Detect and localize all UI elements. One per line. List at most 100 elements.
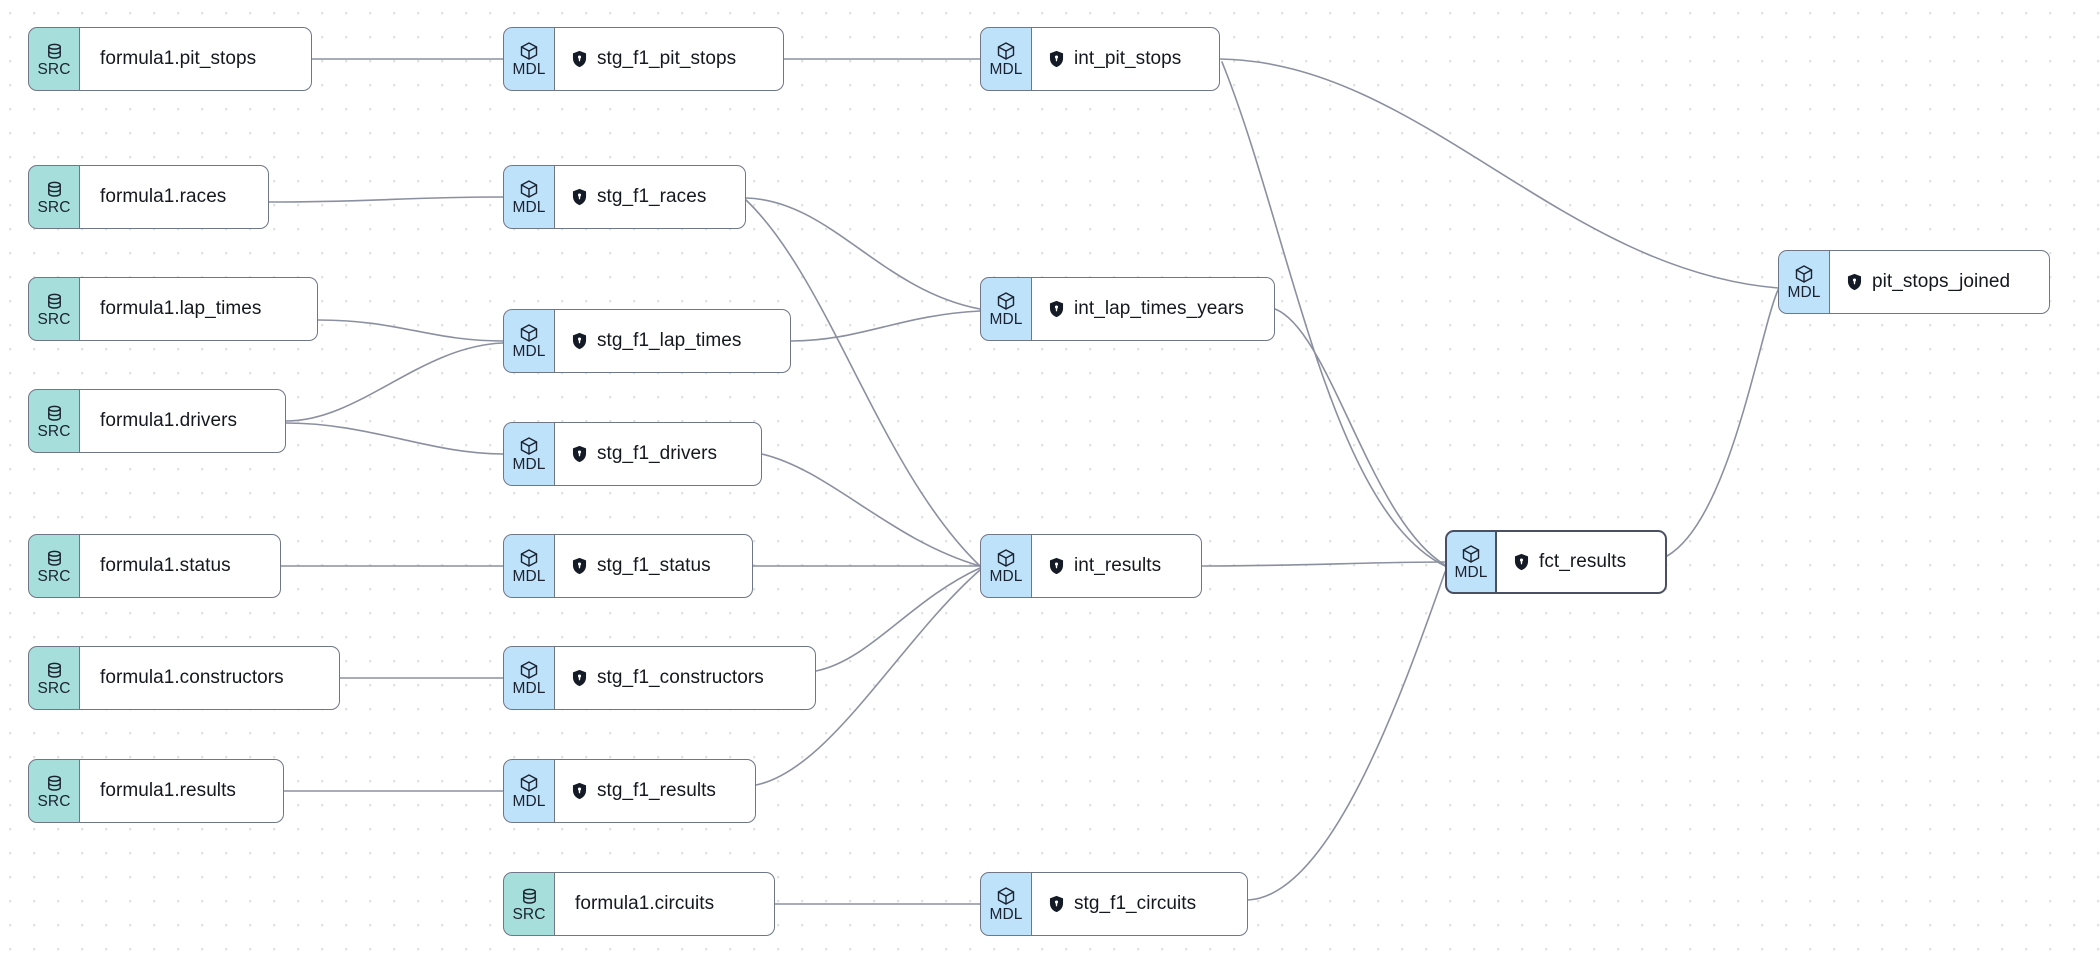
lineage-node-int_results[interactable]: MDL int_results — [980, 534, 1202, 598]
model-badge: MDL — [980, 534, 1032, 598]
node-body[interactable]: int_results — [1032, 534, 1202, 598]
node-label: fct_results — [1539, 551, 1627, 572]
node-body[interactable]: stg_f1_status — [555, 534, 753, 598]
source-badge: SRC — [503, 872, 555, 936]
node-label: formula1.lap_times — [100, 298, 262, 319]
node-body[interactable]: stg_f1_constructors — [555, 646, 816, 710]
lineage-node-stg_lap_times[interactable]: MDL stg_f1_lap_times — [503, 309, 791, 373]
lineage-edge[interactable] — [815, 567, 981, 672]
shield-lock-icon — [571, 445, 588, 463]
node-type-label: MDL — [512, 793, 546, 810]
lineage-edge[interactable] — [790, 310, 981, 342]
shield-lock-icon — [571, 782, 588, 800]
node-type-label: SRC — [37, 422, 71, 440]
node-label: stg_f1_lap_times — [597, 330, 742, 351]
model-badge: MDL — [503, 309, 555, 373]
model-badge: MDL — [980, 872, 1032, 936]
node-type-label: MDL — [989, 61, 1023, 78]
lineage-node-int_pit_stops[interactable]: MDL int_pit_stops — [980, 27, 1220, 91]
node-body[interactable]: stg_f1_races — [555, 165, 746, 229]
lineage-node-src_results[interactable]: SRC formula1.results — [28, 759, 284, 823]
node-body[interactable]: int_lap_times_years — [1032, 277, 1275, 341]
lineage-edge[interactable] — [1201, 561, 1446, 567]
lineage-edge[interactable] — [745, 199, 981, 567]
model-badge: MDL — [503, 646, 555, 710]
cube-icon — [996, 886, 1016, 906]
lineage-node-stg_status[interactable]: MDL stg_f1_status — [503, 534, 753, 598]
node-type-label: MDL — [989, 568, 1023, 585]
node-label: stg_f1_drivers — [597, 443, 718, 464]
node-body[interactable]: fct_results — [1497, 530, 1667, 594]
node-label: formula1.circuits — [575, 893, 715, 914]
node-body[interactable]: stg_f1_drivers — [555, 422, 762, 486]
node-label: stg_f1_results — [597, 780, 716, 801]
lineage-edge[interactable] — [761, 453, 981, 567]
lineage-edge[interactable] — [1219, 58, 1779, 289]
node-type-label: MDL — [512, 680, 546, 697]
shield-lock-icon — [1513, 553, 1530, 571]
node-body[interactable]: formula1.pit_stops — [80, 27, 312, 91]
lineage-edge[interactable] — [1666, 289, 1779, 557]
lineage-edge[interactable] — [268, 196, 504, 203]
node-body[interactable]: stg_f1_results — [555, 759, 756, 823]
lineage-node-src_drivers[interactable]: SRC formula1.drivers — [28, 389, 286, 453]
database-icon — [45, 549, 64, 568]
lineage-node-pit_stops_joined[interactable]: MDL pit_stops_joined — [1778, 250, 2050, 314]
node-label: int_pit_stops — [1074, 48, 1182, 69]
lineage-node-stg_circuits[interactable]: MDL stg_f1_circuits — [980, 872, 1248, 936]
node-body[interactable]: formula1.races — [80, 165, 269, 229]
node-label: int_results — [1074, 555, 1162, 576]
node-type-label: MDL — [512, 199, 546, 216]
source-badge: SRC — [28, 646, 80, 710]
lineage-edge[interactable] — [1247, 571, 1446, 901]
shield-lock-icon — [571, 332, 588, 350]
lineage-edge[interactable] — [745, 197, 981, 310]
lineage-node-src_lap_times[interactable]: SRC formula1.lap_times — [28, 277, 318, 341]
source-badge: SRC — [28, 27, 80, 91]
node-type-label: MDL — [512, 568, 546, 585]
lineage-node-stg_races[interactable]: MDL stg_f1_races — [503, 165, 746, 229]
lineage-node-stg_results[interactable]: MDL stg_f1_results — [503, 759, 756, 823]
node-type-label: MDL — [1787, 284, 1821, 301]
node-body[interactable]: stg_f1_lap_times — [555, 309, 791, 373]
node-type-label: SRC — [37, 310, 71, 328]
node-type-label: SRC — [37, 792, 71, 810]
lineage-edge[interactable] — [317, 319, 504, 342]
node-body[interactable]: formula1.constructors — [80, 646, 340, 710]
node-body[interactable]: formula1.results — [80, 759, 284, 823]
lineage-node-src_circuits[interactable]: SRC formula1.circuits — [503, 872, 775, 936]
lineage-node-src_pit_stops[interactable]: SRC formula1.pit_stops — [28, 27, 312, 91]
node-body[interactable]: int_pit_stops — [1032, 27, 1220, 91]
source-badge: SRC — [28, 277, 80, 341]
database-icon — [45, 180, 64, 199]
lineage-node-stg_constructors[interactable]: MDL stg_f1_constructors — [503, 646, 816, 710]
node-body[interactable]: formula1.status — [80, 534, 281, 598]
shield-lock-icon — [571, 669, 588, 687]
node-label: stg_f1_circuits — [1074, 893, 1197, 914]
node-label: stg_f1_races — [597, 186, 707, 207]
lineage-edge[interactable] — [1274, 308, 1446, 566]
node-body[interactable]: stg_f1_pit_stops — [555, 27, 784, 91]
lineage-edge[interactable] — [285, 342, 504, 422]
model-badge: MDL — [503, 534, 555, 598]
node-body[interactable]: formula1.drivers — [80, 389, 286, 453]
source-badge: SRC — [28, 165, 80, 229]
node-type-label: SRC — [37, 198, 71, 216]
cube-icon — [519, 660, 539, 680]
node-type-label: MDL — [989, 906, 1023, 923]
node-body[interactable]: stg_f1_circuits — [1032, 872, 1248, 936]
lineage-edge[interactable] — [285, 422, 504, 455]
node-label: formula1.pit_stops — [100, 48, 257, 69]
node-body[interactable]: pit_stops_joined — [1830, 250, 2050, 314]
source-badge: SRC — [28, 759, 80, 823]
lineage-node-src_races[interactable]: SRC formula1.races — [28, 165, 269, 229]
node-body[interactable]: formula1.circuits — [555, 872, 775, 936]
node-body[interactable]: formula1.lap_times — [80, 277, 318, 341]
